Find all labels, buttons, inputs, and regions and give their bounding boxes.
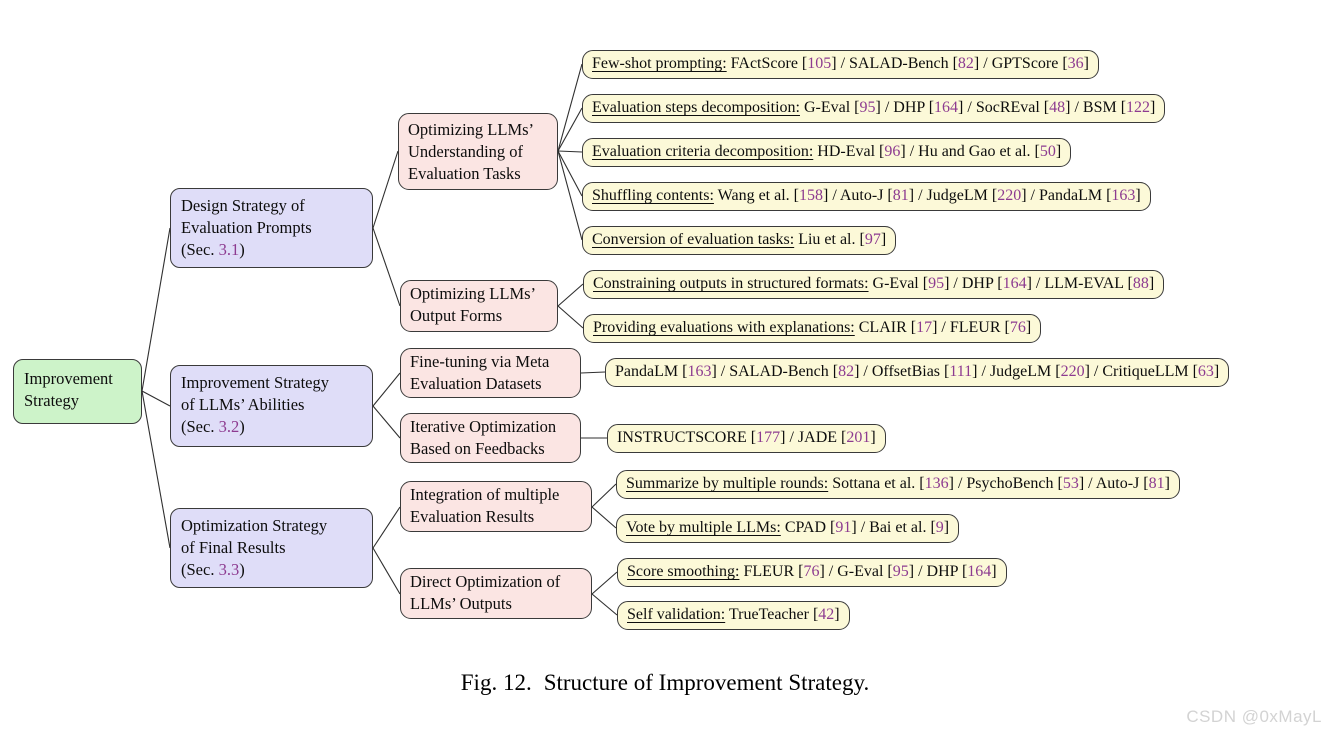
leaf-title: Self validation: [627, 606, 726, 623]
citation-number: 36 [1067, 55, 1084, 72]
sec-close: ) [239, 560, 245, 579]
citation-number: 48 [1049, 99, 1066, 116]
citation-number: 163 [1111, 187, 1136, 204]
citation-number: 42 [818, 606, 835, 623]
citation-number: 88 [1132, 275, 1149, 292]
citation-number: 164 [1002, 275, 1027, 292]
citation-number: 220 [997, 187, 1022, 204]
citation-number: 96 [884, 143, 901, 160]
leaf-title: Few-shot prompting: [592, 55, 727, 72]
leaf-constraining-outputs-in-structured-formats: Constraining outputs in structured forma… [583, 270, 1165, 299]
citation-number: 82 [838, 363, 855, 380]
citation-number: 201 [846, 429, 871, 446]
citation-number: 17 [916, 319, 933, 336]
sec-label: (Sec. [181, 240, 215, 259]
figure-caption: Fig. 12. Structure of Improvement Strateg… [0, 670, 1330, 696]
citation-number: 76 [1009, 319, 1026, 336]
figure-caption-number: Fig. 12. [460, 670, 532, 695]
node-label: Optimizing LLMs’Output Forms [410, 284, 537, 325]
leaf-feedback-optimization-models: INSTRUCTSCORE [177] / JADE [201] [607, 424, 886, 453]
leaf-title: Evaluation criteria decomposition: [592, 143, 814, 160]
leaf-meta-evaluation-dataset-models: PandaLM [163] / SALAD-Bench [82] / Offse… [605, 358, 1230, 387]
citation-number: 97 [864, 231, 881, 248]
citation-number: 53 [1062, 475, 1079, 492]
citation-number: 164 [934, 99, 959, 116]
leaf-title: Evaluation steps decomposition: [592, 99, 800, 116]
citation-number: 177 [756, 429, 781, 446]
leaf-evaluation-criteria-decomposition: Evaluation criteria decomposition: HD-Ev… [582, 138, 1072, 167]
sec-close: ) [239, 240, 245, 259]
citation-number: 111 [949, 363, 973, 380]
leaf-title: Providing evaluations with explanations: [593, 319, 855, 336]
leaf-few-shot-prompting: Few-shot prompting: FActScore [105] / SA… [582, 50, 1099, 79]
leaf-title: Vote by multiple LLMs: [626, 519, 781, 536]
section-ref: (Sec. 3.2) [181, 416, 362, 438]
sec-number: 3.3 [218, 560, 240, 579]
sec-number: 3.2 [218, 417, 240, 436]
leaf-title: Constraining outputs in structured forma… [593, 275, 869, 292]
citation-number: 82 [957, 55, 974, 72]
leaf-title: Score smoothing: [627, 563, 740, 580]
leaf-evaluation-steps-decomposition: Evaluation steps decomposition: G-Eval [… [582, 94, 1166, 123]
citation-number: 63 [1197, 363, 1214, 380]
tree-node-optimizing-llms-output-forms: Optimizing LLMs’Output Forms [400, 280, 558, 332]
sec-label: (Sec. [181, 560, 215, 579]
citation-number: 91 [835, 519, 852, 536]
citation-number: 81 [1148, 475, 1165, 492]
leaf-summarize-by-multiple-rounds: Summarize by multiple rounds: Sottana et… [616, 470, 1180, 499]
leaf-title: Shuffling contents: [592, 187, 714, 204]
citation-number: 50 [1039, 143, 1056, 160]
citation-number: 95 [859, 99, 876, 116]
sec-number: 3.1 [218, 240, 240, 259]
citation-number: 163 [687, 363, 712, 380]
citation-number: 9 [935, 519, 944, 536]
figure-caption-text: Structure of Improvement Strategy. [543, 670, 870, 695]
leaf-title: Conversion of evaluation tasks: [592, 231, 795, 248]
leaf-conversion-of-evaluation-tasks: Conversion of evaluation tasks: Liu et a… [582, 226, 897, 255]
sec-close: ) [239, 417, 245, 436]
citation-number: 95 [892, 563, 909, 580]
citation-number: 76 [803, 563, 820, 580]
citation-number: 81 [892, 187, 909, 204]
leaf-providing-evaluations-with-explanations: Providing evaluations with explanations:… [583, 314, 1042, 343]
section-ref: (Sec. 3.1) [181, 239, 362, 261]
section-ref: (Sec. 3.3) [181, 559, 362, 581]
citation-number: 95 [928, 275, 945, 292]
citation-number: 158 [798, 187, 823, 204]
citation-number: 136 [924, 475, 949, 492]
citation-number: 122 [1126, 99, 1151, 116]
leaf-self-validation: Self validation: TrueTeacher [42] [617, 601, 850, 630]
citation-number: 164 [967, 563, 992, 580]
citation-number: 220 [1060, 363, 1085, 380]
leaf-title: Summarize by multiple rounds: [626, 475, 829, 492]
leaf-score-smoothing: Score smoothing: FLEUR [76] / G-Eval [95… [617, 558, 1007, 587]
leaf-shuffling-contents: Shuffling contents: Wang et al. [158] / … [582, 182, 1151, 211]
sec-label: (Sec. [181, 417, 215, 436]
csdn-watermark: CSDN @0xMayL [1186, 707, 1322, 726]
citation-number: 105 [807, 55, 832, 72]
leaf-vote-by-multiple-llms: Vote by multiple LLMs: CPAD [91] / Bai e… [616, 514, 960, 543]
